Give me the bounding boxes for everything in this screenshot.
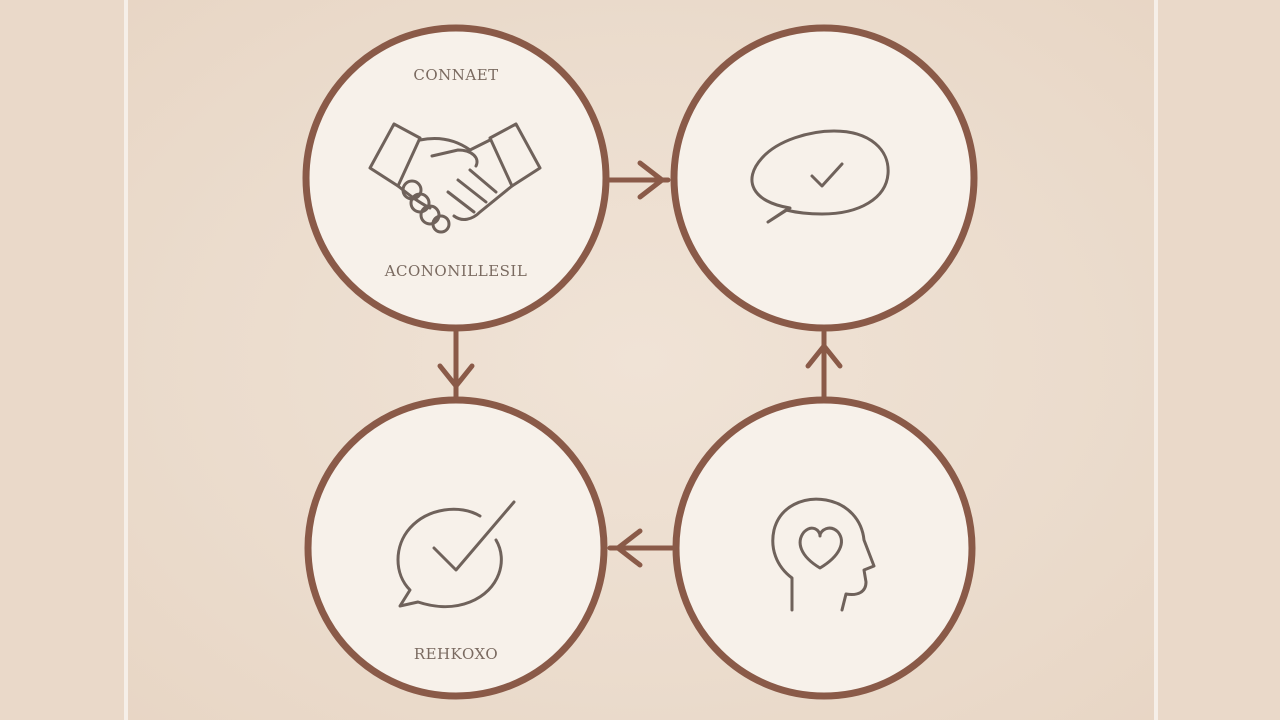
node-top-left-title: CONNAET bbox=[413, 66, 499, 84]
speech-bubble-check-icon bbox=[750, 129, 890, 224]
node-bottom-left-subtitle: REHKOXO bbox=[413, 645, 499, 663]
node-bottom-right bbox=[672, 396, 976, 700]
edge-bottom-right-to-bottom-left bbox=[607, 528, 675, 568]
edge-top-left-to-bottom-left bbox=[437, 327, 475, 401]
circle-bubble-check-icon bbox=[396, 500, 516, 609]
head-heart-icon bbox=[771, 497, 876, 612]
node-top-right bbox=[670, 24, 978, 332]
node-top-left-subtitle: ACONONILLESIL bbox=[384, 262, 528, 280]
edge-bottom-right-to-top-right bbox=[805, 329, 843, 401]
node-bottom-left bbox=[304, 396, 608, 700]
node-top-left bbox=[302, 24, 610, 332]
edge-top-left-to-top-right bbox=[605, 160, 671, 200]
handshake-icon bbox=[368, 122, 542, 234]
diagram-panel bbox=[124, 0, 1158, 720]
